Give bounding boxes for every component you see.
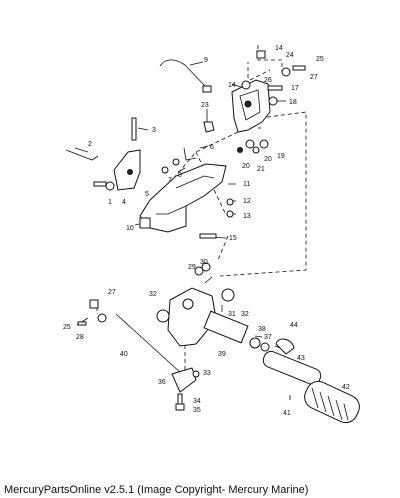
part-bracket-pivot <box>244 100 252 108</box>
part-screw-1 <box>93 181 107 187</box>
part-washer-19 <box>259 139 269 149</box>
label-part-32: 32 <box>149 291 157 298</box>
label-part-32b: 32 <box>241 311 249 318</box>
label-part-19: 19 <box>277 153 285 160</box>
part-swivel-bracket <box>139 163 227 233</box>
part-washer-38 <box>260 342 270 352</box>
label-part-18: 18 <box>289 99 297 106</box>
part-nut-21 <box>252 146 260 154</box>
label-part-27: 27 <box>310 74 318 81</box>
label-part-2: 2 <box>88 141 92 148</box>
part-lower-housing <box>167 287 217 347</box>
part-screw-35 <box>175 403 185 411</box>
part-washer-29 <box>194 266 204 276</box>
part-screw-15 <box>199 233 217 239</box>
part-nut-27 <box>281 67 291 77</box>
part-screw-3 <box>131 117 137 141</box>
label-part-1: 1 <box>108 199 112 206</box>
label-part-24: 24 <box>286 52 294 59</box>
label-part-17: 17 <box>291 85 299 92</box>
part-washer-32 <box>156 309 170 323</box>
label-part-6: 6 <box>210 144 214 151</box>
part-rod-40 <box>115 313 183 375</box>
label-part-8: 8 <box>178 172 182 179</box>
label-part-20: 20 <box>264 156 272 163</box>
copyright-footer: MercuryPartsOnline v2.5.1 (Image Copyrig… <box>4 484 309 496</box>
part-link-8 <box>183 147 197 161</box>
part-small-block <box>202 85 212 93</box>
part-nut-18 <box>268 96 278 106</box>
part-labels: 9 14 24 25 27 26 17 18 14 23 3 2 6 19 20… <box>63 45 350 417</box>
label-part-14b: 14 <box>228 82 236 89</box>
label-part-4: 4 <box>122 199 126 206</box>
label-part-42: 42 <box>342 384 350 391</box>
label-part-28: 28 <box>76 334 84 341</box>
leader-lines <box>74 61 337 400</box>
part-bracket-36 <box>171 367 197 393</box>
part-washer-7 <box>161 166 169 174</box>
label-part-20b: 20 <box>242 163 250 170</box>
label-part-10: 10 <box>126 225 134 232</box>
part-washer-30 <box>201 262 211 272</box>
part-washer-32b <box>221 288 235 302</box>
label-part-5: 5 <box>145 191 149 198</box>
part-handle-43 <box>262 350 322 386</box>
part-cable <box>159 59 206 87</box>
label-part-25b: 25 <box>63 324 71 331</box>
part-washer-28 <box>97 313 107 323</box>
label-part-3: 3 <box>152 127 156 134</box>
label-part-44: 44 <box>290 322 298 329</box>
label-part-15: 15 <box>229 235 237 242</box>
label-part-12: 12 <box>243 198 251 205</box>
label-part-26: 26 <box>264 77 272 84</box>
label-part-21: 21 <box>257 166 265 173</box>
label-part-34: 34 <box>193 398 201 405</box>
label-part-36: 36 <box>158 379 166 386</box>
part-pin-17 <box>267 85 283 91</box>
part-block-10 <box>139 217 151 229</box>
part-small-20b <box>237 147 243 153</box>
label-part-30: 30 <box>200 259 208 266</box>
label-part-31: 31 <box>228 311 236 318</box>
part-shaft-39 <box>203 310 249 344</box>
part-clip-23 <box>203 121 215 133</box>
label-part-29: 29 <box>188 264 196 271</box>
part-washer-20 <box>245 139 255 149</box>
part-washer-8 <box>172 158 180 166</box>
part-upper-washer-14 <box>256 50 266 59</box>
label-part-14: 14 <box>275 45 283 52</box>
label-part-27b: 27 <box>108 289 116 296</box>
label-part-38: 38 <box>258 326 266 333</box>
part-left-bracket <box>113 149 141 191</box>
label-part-7: 7 <box>168 177 172 184</box>
part-grip-42 <box>304 380 360 424</box>
label-part-25: 25 <box>316 56 324 63</box>
label-part-11: 11 <box>243 181 250 188</box>
part-clip-44 <box>275 338 295 355</box>
part-washer-33 <box>192 370 200 378</box>
label-part-40: 40 <box>120 351 128 358</box>
label-part-35: 35 <box>193 407 201 414</box>
part-screw-25b <box>77 321 87 326</box>
part-nut-13 <box>226 210 234 218</box>
part-screw-25 <box>292 65 306 71</box>
label-part-13: 13 <box>243 213 251 220</box>
label-part-43: 43 <box>297 355 305 362</box>
part-link-rod-2 <box>65 149 99 161</box>
part-washer-14b <box>241 80 251 90</box>
label-part-37: 37 <box>264 334 272 341</box>
label-part-33: 33 <box>203 370 211 377</box>
part-washer-37 <box>249 337 261 349</box>
label-part-9: 9 <box>204 57 208 64</box>
label-part-23: 23 <box>201 102 209 109</box>
label-part-39: 39 <box>218 351 226 358</box>
part-nut-27b <box>89 299 99 309</box>
part-upper-bracket <box>231 79 271 133</box>
part-washer-4 <box>105 181 115 191</box>
part-screw-34 <box>177 393 183 405</box>
part-washer-12 <box>226 198 234 206</box>
label-part-41: 41 <box>283 410 291 417</box>
